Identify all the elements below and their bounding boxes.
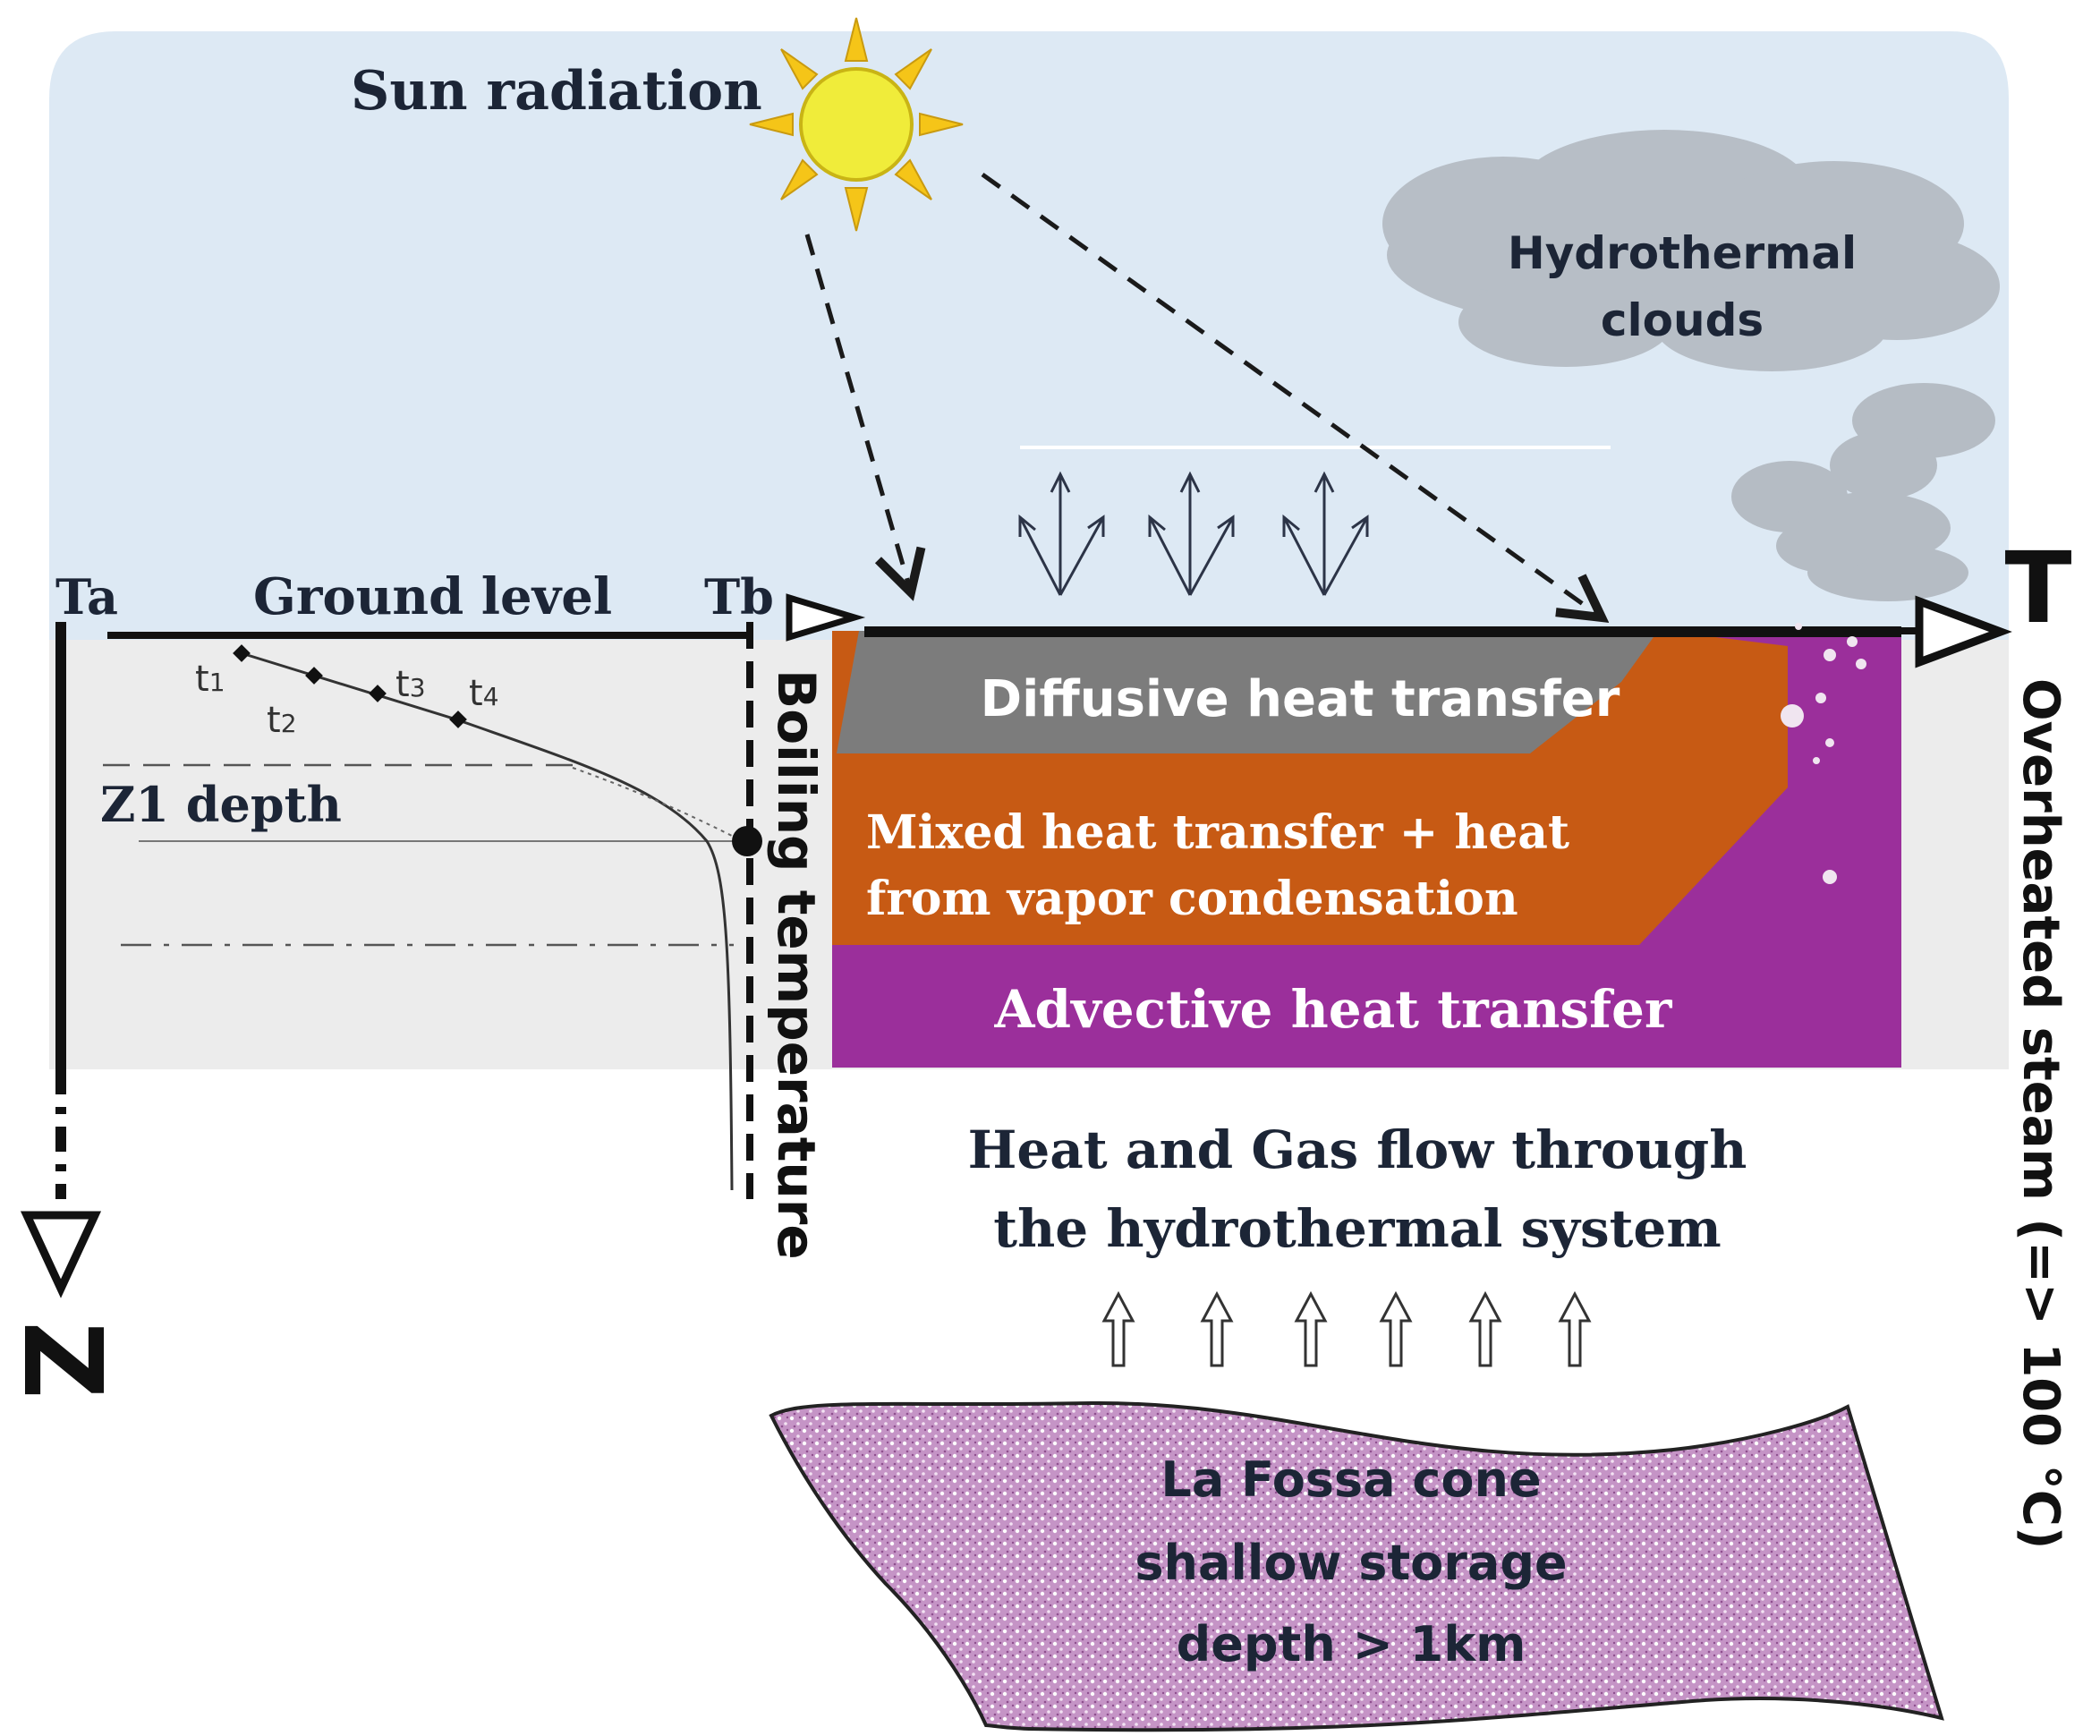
z-axis-arrowhead <box>20 1211 102 1298</box>
radiation-arrow-left <box>804 234 911 592</box>
t3-label: t3 <box>395 664 426 705</box>
diffusive-layer <box>837 631 1658 753</box>
clouds-label-line1: Hydrothermal <box>1508 227 1857 279</box>
sun-radiation-label: Sun radiation <box>351 60 762 123</box>
overheated-steam-label: Overheated steam (=> 100 °C) <box>2011 678 2070 1549</box>
surface-emission-arrows <box>1018 471 1369 596</box>
t-axis-label: T <box>2004 531 2071 645</box>
mixed-label-line2: from vapor condensation <box>866 872 1518 926</box>
t-axis-arrowhead <box>1915 595 2012 668</box>
flow-label-line1: Heat and Gas flow through <box>968 1119 1747 1180</box>
z-axis-label: Z <box>0 1321 123 1399</box>
boiling-point-marker <box>732 826 762 856</box>
heat-flow-arrows <box>1101 1290 1592 1367</box>
heat-transfer-block <box>832 623 1901 1068</box>
tb-label: Tb <box>704 568 774 625</box>
emission-arrow-fan-3 <box>1282 471 1369 596</box>
advective-label: Advective heat transfer <box>994 979 1673 1040</box>
mixed-label-line1: Mixed heat transfer + heat <box>866 805 1569 860</box>
emission-arrow-fan-1 <box>1018 471 1105 596</box>
storage-label-line1: La Fossa cone <box>1161 1451 1541 1508</box>
sun-icon <box>749 17 964 232</box>
t2-label: t2 <box>267 700 297 741</box>
tb-arrowhead <box>786 593 866 642</box>
boiling-temperature-label: Boiling temperature <box>766 669 827 1260</box>
radiation-arrow-right <box>981 172 1602 617</box>
temperature-profile-curve <box>241 651 734 1191</box>
ta-label: Ta <box>55 568 118 625</box>
z1-depth-label: Z1 depth <box>100 776 342 833</box>
time-labels: t1 t2 t3 t4 <box>195 659 499 741</box>
flow-label-line2: the hydrothermal system <box>993 1198 1721 1259</box>
temperature-profile-dotted <box>572 767 744 842</box>
clouds-label-line2: clouds <box>1601 294 1764 346</box>
measurement-points <box>233 644 467 728</box>
shallow-storage-shape <box>769 1400 1944 1732</box>
hydrothermal-cloud-icon <box>1382 130 2000 371</box>
emission-arrow-fan-2 <box>1148 471 1235 596</box>
storage-label-line2: shallow storage <box>1135 1535 1567 1591</box>
t1-label: t1 <box>195 659 225 700</box>
ground-level-label: Ground level <box>253 567 612 626</box>
depth-axis <box>20 622 102 1298</box>
diffusive-label: Diffusive heat transfer <box>981 670 1620 728</box>
t4-label: t4 <box>469 673 499 714</box>
storage-label-line3: depth > 1km <box>1177 1616 1526 1672</box>
steam-plume-icon <box>1731 383 1995 601</box>
